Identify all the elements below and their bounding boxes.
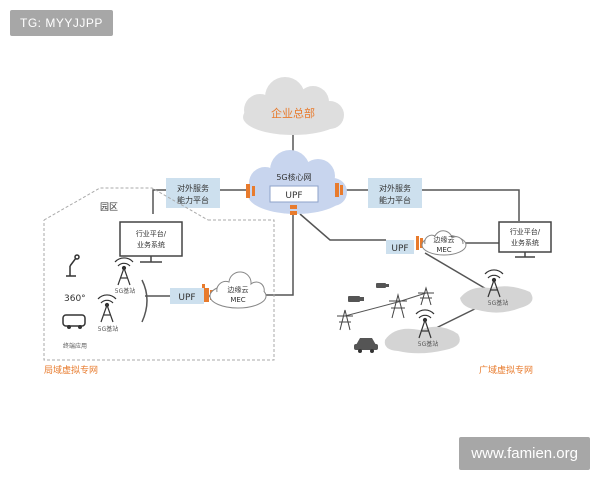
local-base-station-2-label: 5G基站 — [98, 325, 118, 333]
local-platform-monitor: 行业平台/ 业务系统 — [119, 221, 183, 263]
vehicle-icon — [62, 314, 86, 329]
right-capability-link — [338, 189, 520, 221]
local-edge-cloud-line-2: MEC — [230, 296, 245, 304]
wide-edge-cloud: 边缘云 MEC — [421, 230, 467, 256]
local-base-station-1 — [114, 257, 134, 286]
local-network-label: 局域虚拟专网 — [44, 364, 98, 376]
core-upf-box — [269, 185, 319, 203]
camera-icon — [348, 283, 389, 302]
enterprise-hq-cloud: 企业总部 — [243, 77, 344, 135]
local-base-station-1-label: 5G基站 — [115, 287, 135, 295]
local-platform-line-1: 行业平台/ — [136, 229, 167, 238]
wide-base-station-1-label: 5G基站 — [488, 299, 508, 307]
source-tag: TG: MYYJJPP — [10, 10, 113, 36]
local-edge-cloud-line-1: 边缘云 — [228, 285, 249, 294]
core-network-cloud: 5G核心网 UPF — [248, 150, 347, 214]
watermark: www.famien.org — [459, 437, 590, 470]
wide-upf-label: UPF — [391, 244, 408, 254]
terminal-label: 终端应用 — [63, 342, 87, 350]
local-platform-line-2: 业务系统 — [137, 240, 165, 249]
wide-edge-cloud-line-2: MEC — [436, 246, 451, 254]
car-icon — [354, 338, 378, 353]
capability-right-line-2: 能力平台 — [379, 195, 411, 205]
capability-left-line-2: 能力平台 — [177, 195, 209, 205]
capability-right-line-1: 对外服务 — [379, 183, 411, 193]
park-outline — [43, 187, 275, 361]
core-network-title: 5G核心网 — [276, 172, 311, 182]
wide-network-label: 广域虚拟专网 — [479, 364, 533, 376]
enterprise-hq-label: 企业总部 — [271, 106, 315, 120]
wide-base-station-2: 5G基站 — [384, 309, 460, 354]
robot-arm-icon — [66, 254, 80, 277]
wide-upf-box: UPF — [386, 240, 414, 254]
core-upf-link-wide — [299, 213, 386, 241]
wide-platform-line-1: 行业平台/ — [510, 227, 541, 236]
capability-left-line-1: 对外服务 — [177, 183, 209, 193]
wide-upf-base-link — [424, 252, 494, 294]
park-title: 园区 — [100, 202, 118, 213]
local-edge-cloud: 边缘云 MEC — [209, 271, 267, 309]
vr-360-icon: 360° — [64, 294, 86, 304]
wide-base-station-1: 5G基站 — [460, 269, 533, 313]
wide-platform-monitor: 行业平台/ 业务系统 — [498, 221, 552, 258]
signal-arc — [141, 279, 148, 323]
wide-edge-cloud-line-1: 边缘云 — [434, 235, 455, 244]
core-upf-label: UPF — [285, 191, 302, 201]
wide-base-station-2-label: 5G基站 — [418, 340, 438, 348]
local-upf-label: UPF — [178, 293, 195, 303]
local-base-station-2 — [97, 294, 117, 323]
power-tower-icon — [337, 286, 434, 331]
local-upf-box: UPF — [170, 288, 204, 304]
wide-platform-line-2: 业务系统 — [511, 238, 539, 247]
core-upf-link-local — [265, 214, 294, 296]
powerline-link-1 — [344, 301, 399, 317]
capability-platform-left: 对外服务 能力平台 — [166, 178, 220, 208]
capability-platform-right: 对外服务 能力平台 — [368, 178, 422, 208]
